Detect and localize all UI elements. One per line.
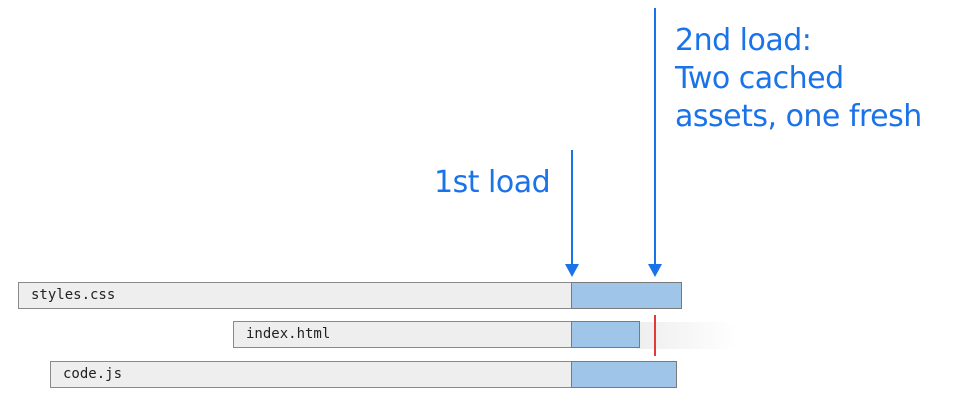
second-load-line-1: 2nd load: [675,23,812,58]
load-marker-line [654,315,656,356]
file-name: code.js [63,366,123,382]
second-load-segment [571,282,682,309]
second-load-line-3: assets, one fresh [675,99,922,134]
first-load-arrow-icon [565,150,579,277]
waterfall-row-index-html: index.html [233,321,640,348]
file-name: index.html [246,326,331,342]
file-name: styles.css [31,287,116,303]
waterfall-row-code-js: code.js [50,361,677,388]
second-load-arrow-icon [648,8,662,277]
second-load-line-2: Two cached [675,61,844,96]
second-load-label: 2nd load: Two cached assets, one fresh [675,22,922,136]
second-load-segment [571,361,677,388]
index-fade [637,322,737,349]
first-load-label: 1st load [434,165,551,200]
waterfall-row-styles-css: styles.css [18,282,682,309]
second-load-segment [571,321,640,348]
